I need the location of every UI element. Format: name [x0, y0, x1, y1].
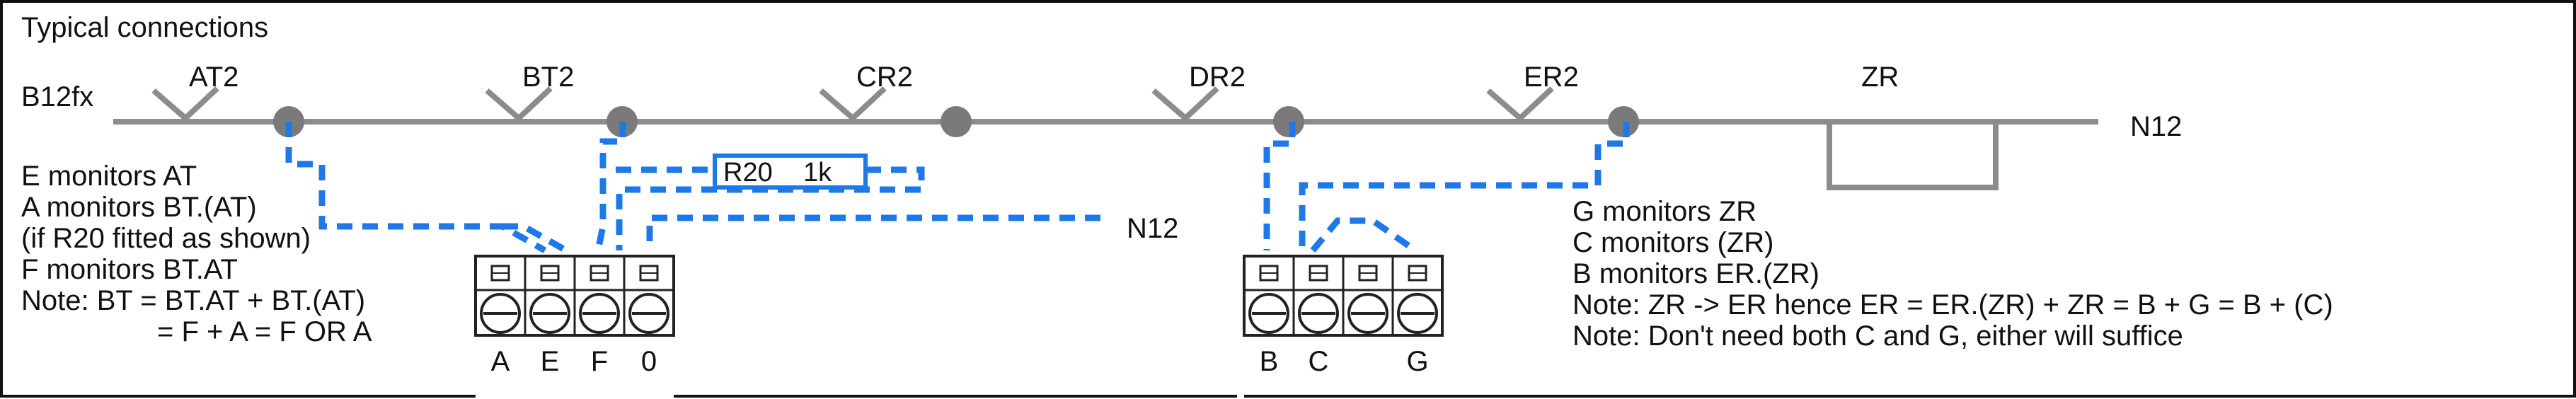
wire-n12-branch: [646, 214, 1100, 250]
tap-label-2: CR2: [856, 62, 913, 93]
contact-symbol-1: [485, 86, 553, 122]
bus-right-label: N12: [2130, 111, 2182, 142]
wire-at2-split: [502, 223, 568, 253]
right-notes: G monitors ZRC monitors (ZR)B monitors E…: [1572, 196, 2333, 352]
wire-at2-to-e: [285, 122, 547, 253]
left-notes: E monitors ATA monitors BT.(AT)(if R20 f…: [21, 161, 372, 347]
bus-left-label: B12fx: [21, 81, 93, 112]
left-notes-line-1: A monitors BT.(AT): [21, 192, 257, 223]
left-notes-line-2: (if R20 fitted as shown): [21, 223, 311, 254]
bus-taps: AT2 BT2 CR2 DR2 ER2 ZR: [151, 62, 1899, 137]
left-notes-line-3: F monitors BT.AT: [21, 254, 238, 285]
right-block-terminal-label-1: C: [1309, 346, 1329, 377]
n12-branch-label: N12: [1127, 213, 1178, 244]
left-notes-line-4: Note: BT = BT.AT + BT.(AT): [21, 285, 365, 316]
tap-label-4: ER2: [1524, 62, 1579, 93]
contact-symbol-0: [151, 86, 219, 122]
frame-gap-left: [476, 389, 674, 399]
left-block-terminal-label-3: 0: [641, 346, 657, 377]
diagram-title: Typical connections: [21, 12, 268, 43]
wire-dr2-to-b: [1263, 122, 1296, 250]
resistor-name: R20: [723, 158, 773, 187]
contact-symbol-4: [1486, 86, 1554, 122]
resistor-value: 1k: [803, 158, 832, 187]
right-notes-line-3: Note: ZR -> ER hence ER = ER.(ZR) + ZR =…: [1572, 289, 2333, 320]
contact-symbol-2: [819, 86, 887, 122]
right-block-terminal-label-3: G: [1406, 346, 1428, 377]
left-block-terminal-label-1: E: [541, 346, 560, 377]
junction-node-3: [1273, 106, 1304, 137]
right-notes-line-2: B monitors ER.(ZR): [1572, 258, 1819, 289]
contact-symbol-3: [1151, 86, 1219, 122]
right-notes-line-4: Note: Don't need both C and G, either wi…: [1572, 320, 2183, 352]
junction-node-2: [941, 106, 972, 137]
wire-resistor-right: [616, 166, 925, 250]
frame-gap-right: [1237, 389, 1244, 399]
left-notes-line-0: E monitors AT: [21, 161, 197, 192]
left-block-terminal-label-0: A: [491, 346, 510, 377]
zr-contact-bracket: [1827, 122, 1999, 190]
right-notes-line-0: G monitors ZR: [1572, 196, 1756, 227]
right-notes-line-1: C monitors (ZR): [1572, 227, 1773, 258]
dashed-wiring: [285, 122, 1630, 253]
tap-label-5: ZR: [1861, 62, 1899, 93]
tap-label-1: BT2: [522, 62, 574, 93]
wire-bt2-to-f: [594, 122, 626, 251]
right-block-terminal-label-0: B: [1260, 346, 1279, 377]
left-notes-line-5: = F + A = F OR A: [157, 316, 372, 347]
resistor-r20: [713, 154, 868, 190]
tap-label-0: AT2: [189, 62, 238, 93]
left-block-terminal-label-2: F: [591, 346, 608, 377]
wire-c-g-link: [1310, 217, 1418, 253]
tap-label-3: DR2: [1189, 62, 1246, 93]
